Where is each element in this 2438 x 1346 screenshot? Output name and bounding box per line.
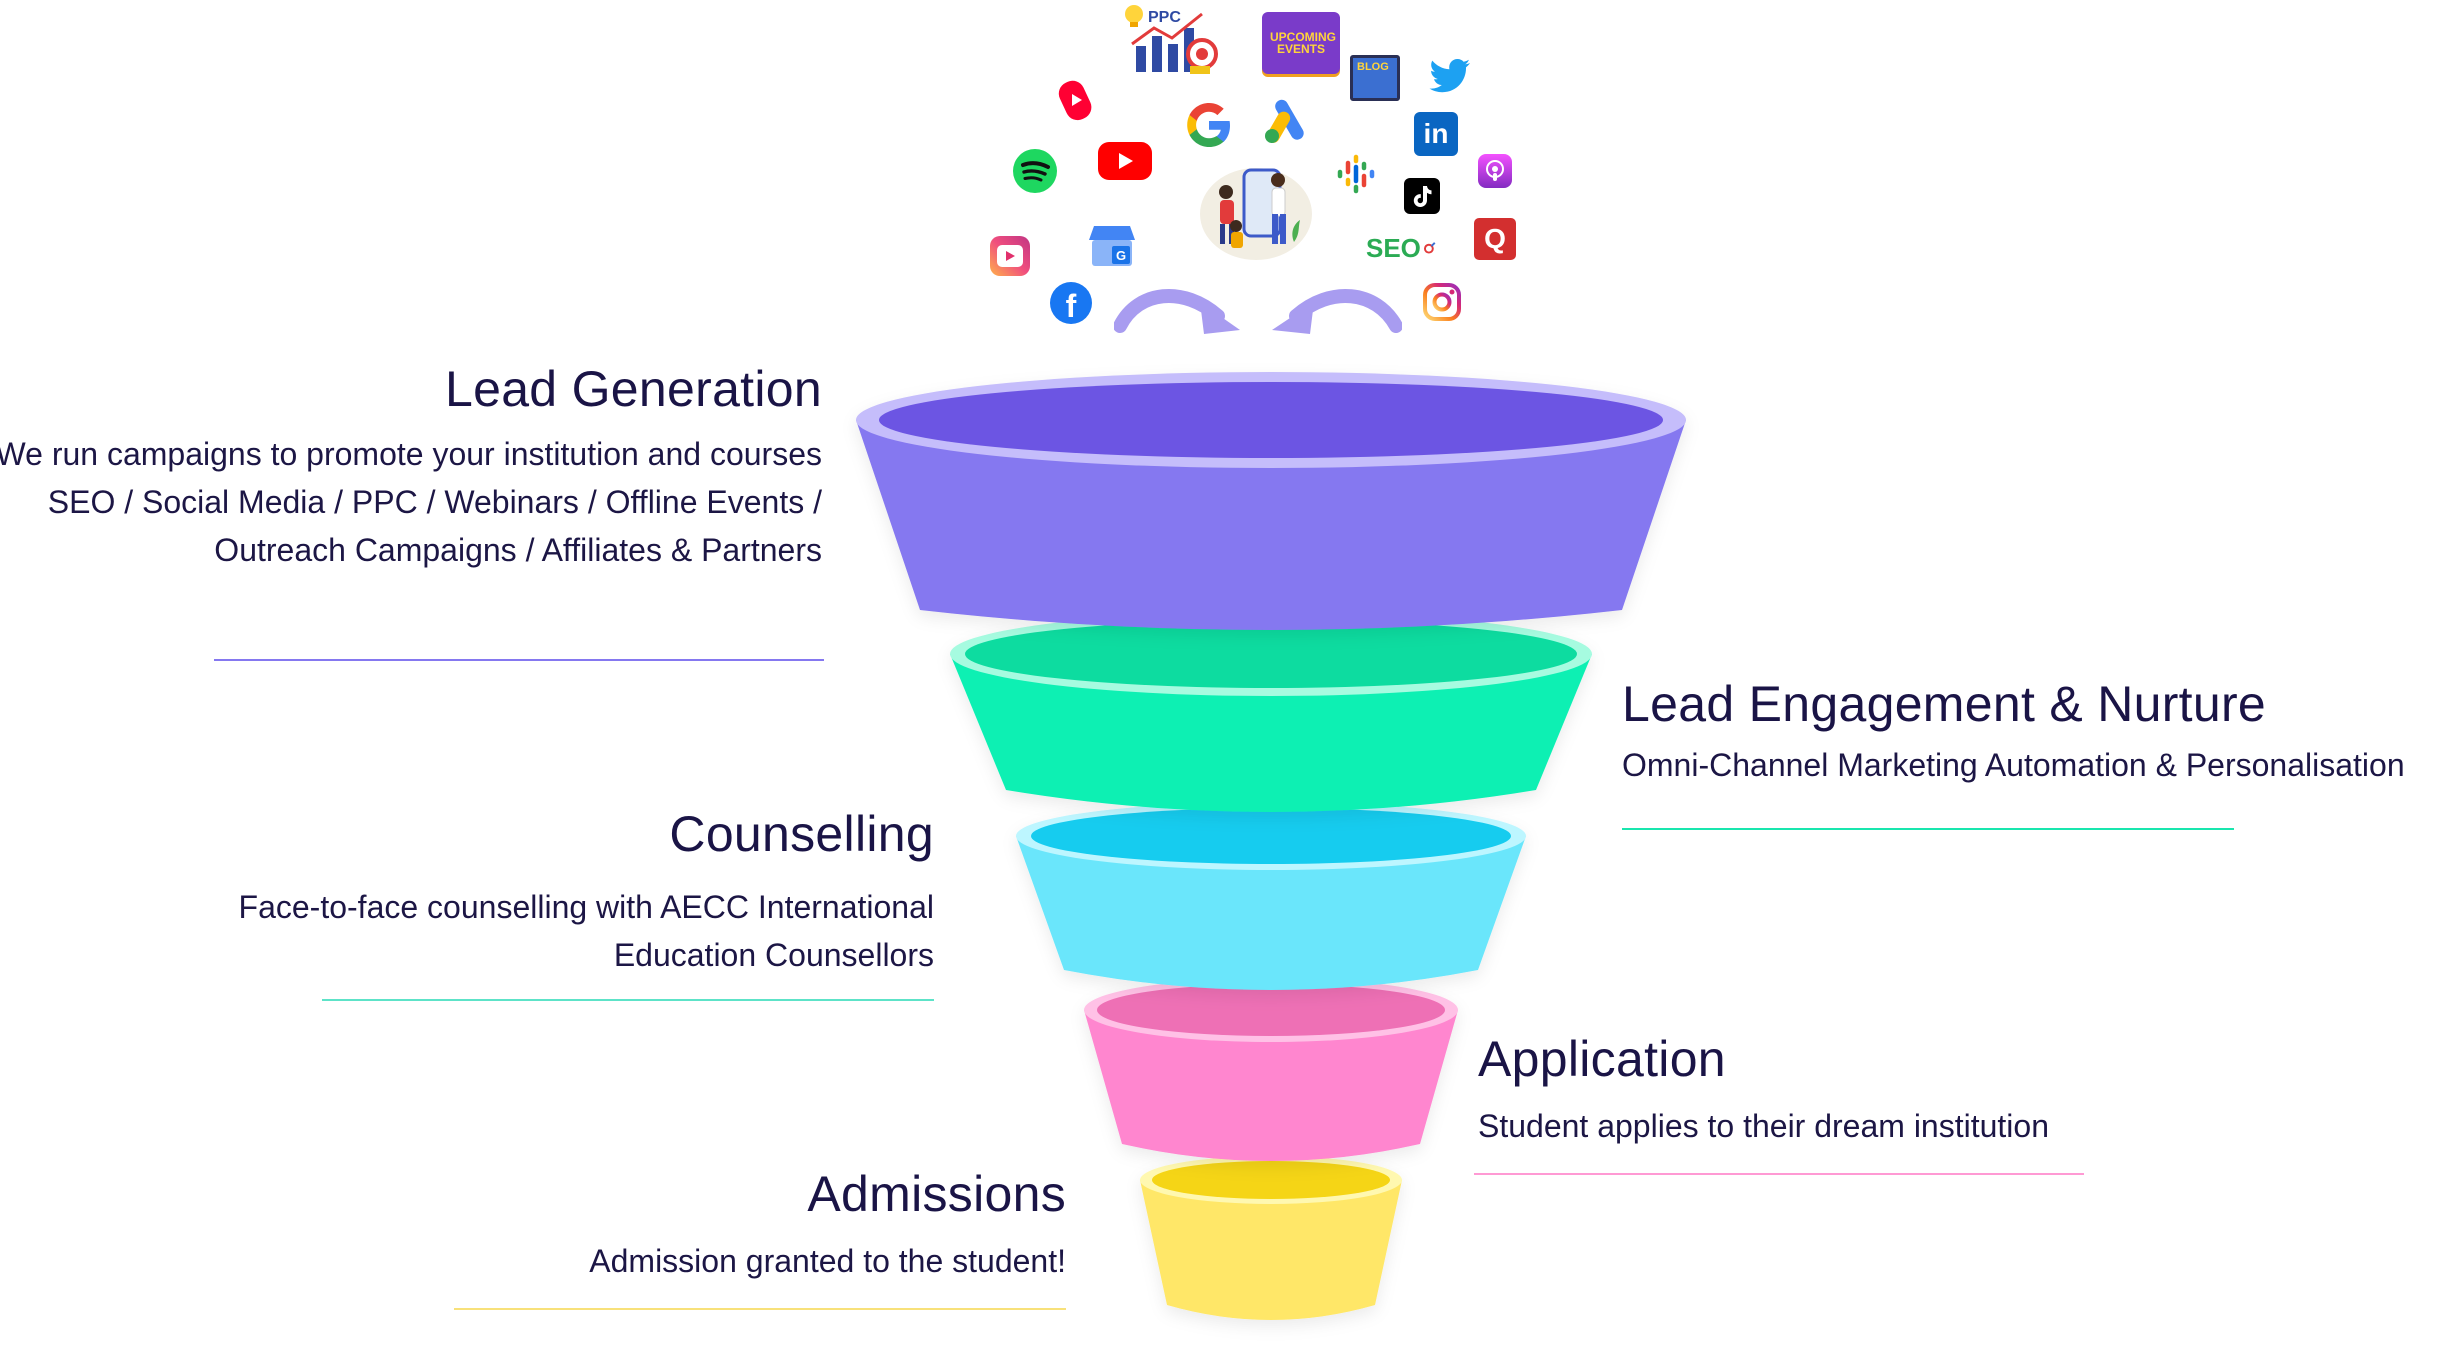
stage-description-line: Outreach Campaigns / Affiliates & Partne… (214, 532, 822, 568)
twitter-icon (1428, 58, 1472, 94)
right-curved-arrow-icon (1272, 289, 1402, 334)
upcoming-events-icon: UPCOMING EVENTS (1262, 12, 1340, 74)
stage-title: Lead Generation (444, 361, 822, 417)
stage-description: Admission granted to the student! (589, 1237, 1066, 1285)
stage-description: Omni-Channel Marketing Automation & Pers… (1622, 741, 2405, 789)
stage-divider-admissions (454, 1308, 1066, 1310)
stage-title: Counselling (669, 806, 934, 862)
stage-description-line: Omni-Channel Marketing Automation & Pers… (1622, 747, 2405, 783)
tiktok-icon (1404, 178, 1440, 214)
blog-label: BLOG (1357, 61, 1389, 73)
seo-icon: SEO (1366, 228, 1436, 268)
facebook-icon: f (1050, 282, 1092, 324)
stage-title: Admissions (807, 1166, 1066, 1222)
youtube-shorts-icon (1058, 78, 1094, 122)
youtube-icon (1098, 142, 1152, 180)
quora-icon: Q (1474, 218, 1516, 260)
stage-description-line: We run campaigns to promote your institu… (0, 436, 822, 472)
stage-title: Application (1478, 1031, 1726, 1087)
funnel-stage-lead-engagement (950, 612, 1592, 812)
stage-title: Lead Engagement & Nurture (1622, 676, 2267, 732)
left-curved-arrow-icon (1114, 289, 1240, 334)
stage-description-line: Education Counsellors (613, 937, 934, 973)
stage-divider-application (1474, 1173, 2084, 1175)
stage-description: Student applies to their dream instituti… (1478, 1102, 2049, 1150)
stage-description: We run campaigns to promote your institu… (0, 430, 822, 574)
stage-block-lead-generation: Lead Generation We run campaigns to prom… (0, 360, 822, 574)
quora-label: Q (1484, 223, 1506, 254)
funnel-stage-application (1084, 978, 1458, 1161)
google-icon (1180, 96, 1238, 154)
instagram-icon (1422, 282, 1462, 322)
linkedin-label: in (1423, 118, 1449, 149)
stage-divider-lead-engagement (1622, 828, 2234, 830)
funnel-stage-lead-generation (856, 372, 1686, 630)
stage-description-line: Face-to-face counselling with AECC Inter… (238, 889, 934, 925)
stage-divider-lead-generation (214, 659, 824, 661)
spotify-icon (1012, 148, 1058, 194)
stage-description-line: Admission granted to the student! (589, 1243, 1066, 1279)
stage-block-admissions: Admissions Admission granted to the stud… (589, 1165, 1066, 1285)
funnel-stage-counselling (1016, 802, 1526, 990)
instagram-reels-icon (990, 236, 1030, 276)
linkedin-icon: in (1414, 112, 1458, 156)
stage-description-line: Student applies to their dream instituti… (1478, 1108, 2049, 1144)
seo-label: SEO (1366, 233, 1421, 263)
stage-description: Face-to-face counselling with AECC Inter… (239, 883, 934, 979)
blog-icon: BLOG (1350, 55, 1400, 101)
google-podcasts-icon (1336, 154, 1376, 194)
apple-podcasts-icon (1478, 154, 1512, 188)
upcoming-events-label: UPCOMING EVENTS (1270, 30, 1336, 56)
stage-divider-counselling (322, 999, 934, 1001)
stage-description-line: SEO / Social Media / PPC / Webinars / Of… (47, 484, 822, 520)
ppc-label: PPC (1148, 9, 1181, 26)
funnel-stage-admissions (1140, 1156, 1402, 1320)
google-my-business-icon: G (1088, 222, 1136, 268)
facebook-label: f (1065, 288, 1077, 324)
people-illustration-icon (1198, 156, 1314, 262)
stage-block-counselling: Counselling Face-to-face counselling wit… (239, 805, 934, 979)
stage-block-application: Application Student applies to their dre… (1478, 1030, 2049, 1150)
ppc-growth-icon: PPC (1118, 0, 1228, 78)
google-ads-icon (1262, 96, 1314, 144)
svg-text:G: G (1116, 248, 1126, 263)
stage-block-lead-engagement: Lead Engagement & Nurture Omni-Channel M… (1622, 675, 2405, 789)
